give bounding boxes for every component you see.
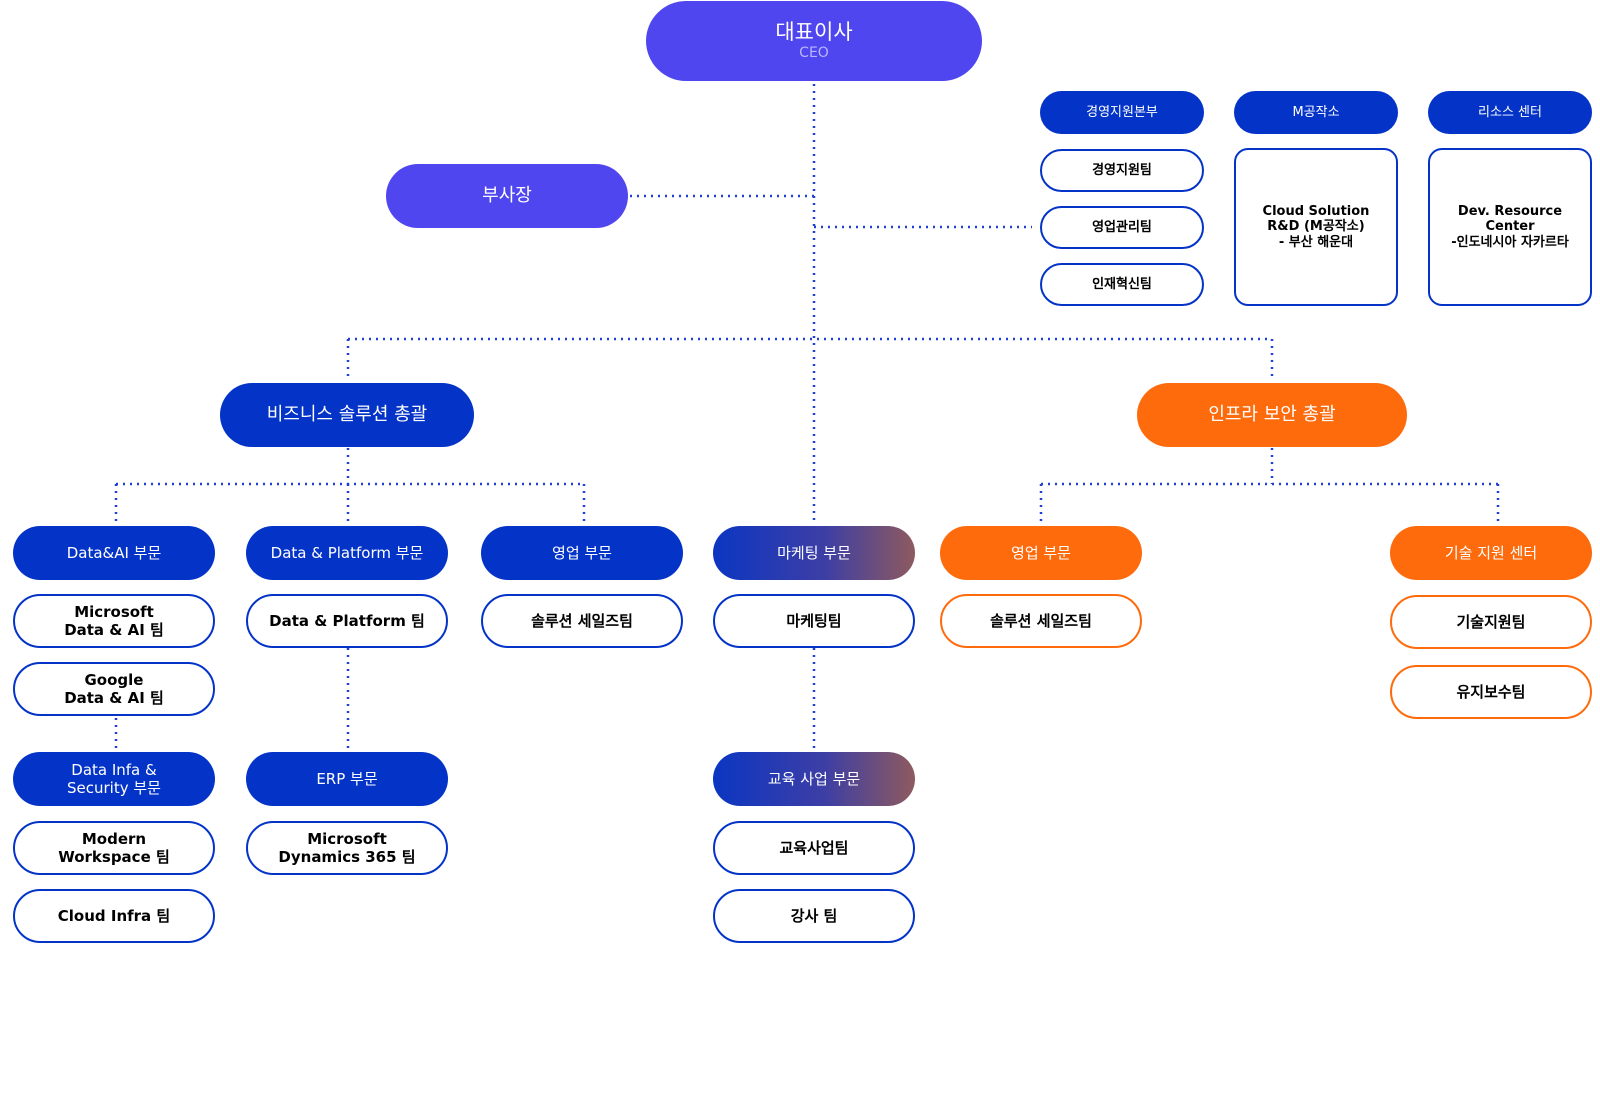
tech-support-team-node: 기술지원팀 xyxy=(1390,595,1592,649)
tech-support-team-node: 유지보수팀 xyxy=(1390,665,1592,719)
support-team-node: 인재혁신팀 xyxy=(1040,263,1204,306)
data-infra-team-node: Modern Workspace 팀 xyxy=(13,821,215,875)
resource-center-node: 리소스 센터 xyxy=(1428,91,1592,134)
business-head-node: 비즈니스 솔루션 총괄 xyxy=(220,383,474,447)
infra-head-node: 인프라 보안 총괄 xyxy=(1137,383,1407,447)
infra-sales-team-node: 솔루션 세일즈팀 xyxy=(940,594,1142,648)
data-platform-team-node: Data & Platform 팀 xyxy=(246,594,448,648)
vice-president-node: 부사장 xyxy=(386,164,628,228)
education-division-node: 교육 사업 부문 xyxy=(713,752,915,806)
data-infra-division-node: Data Infa & Security 부문 xyxy=(13,752,215,806)
support-team-node: 경영지원팀 xyxy=(1040,149,1204,192)
marketing-division-node: 마케팅 부문 xyxy=(713,526,915,580)
data-ai-team-node: Google Data & AI 팀 xyxy=(13,662,215,716)
ceo-subtitle: CEO xyxy=(799,45,829,62)
erp-team-node: Microsoft Dynamics 365 팀 xyxy=(246,821,448,875)
education-team-node: 교육사업팀 xyxy=(713,821,915,875)
data-infra-team-node: Cloud Infra 팀 xyxy=(13,889,215,943)
erp-division-node: ERP 부문 xyxy=(246,752,448,806)
ceo-title: 대표이사 xyxy=(775,20,853,44)
lab-node: M공작소 xyxy=(1234,91,1398,134)
data-platform-division-node: Data & Platform 부문 xyxy=(246,526,448,580)
support-hq-node: 경영지원본부 xyxy=(1040,91,1204,134)
business-sales-division-node: 영업 부문 xyxy=(481,526,683,580)
resource-desc-box: Dev. Resource Center -인도네시아 자카르타 xyxy=(1428,148,1592,306)
data-ai-division-node: Data&AI 부문 xyxy=(13,526,215,580)
marketing-team-node: 마케팅팀 xyxy=(713,594,915,648)
lab-desc-box: Cloud Solution R&D (M공작소) - 부산 해운대 xyxy=(1234,148,1398,306)
data-ai-team-node: Microsoft Data & AI 팀 xyxy=(13,594,215,648)
tech-support-center-node: 기술 지원 센터 xyxy=(1390,526,1592,580)
support-team-node: 영업관리팀 xyxy=(1040,206,1204,249)
education-team-node: 강사 팀 xyxy=(713,889,915,943)
infra-sales-division-node: 영업 부문 xyxy=(940,526,1142,580)
ceo-node: 대표이사 CEO xyxy=(646,1,982,81)
business-sales-team-node: 솔루션 세일즈팀 xyxy=(481,594,683,648)
